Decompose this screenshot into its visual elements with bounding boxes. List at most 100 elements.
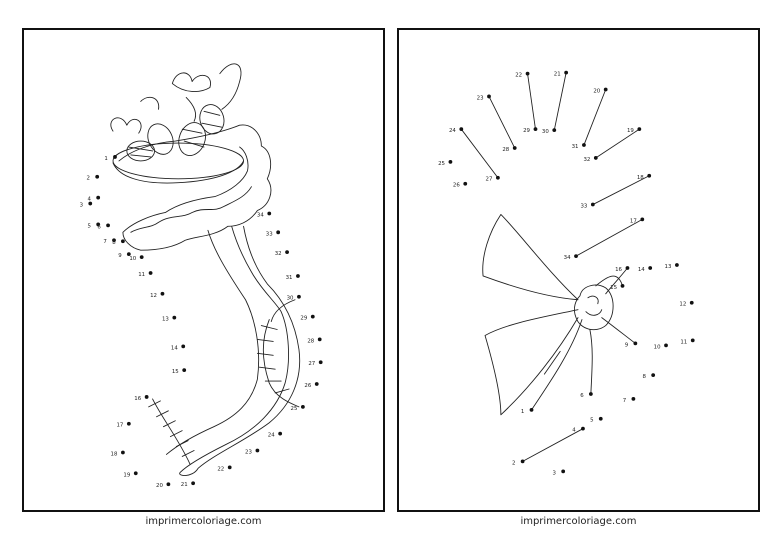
dot-marker: [552, 128, 557, 133]
cuff-fringe: [130, 186, 252, 233]
dot-number: 9: [625, 342, 629, 348]
dot-number: 27: [308, 361, 315, 367]
dot-marker: [487, 94, 491, 99]
dot-marker: [463, 181, 468, 186]
dot-marker: [525, 71, 530, 76]
dot-number: 28: [502, 147, 509, 153]
dot-number: 19: [123, 472, 130, 478]
dot-number: 20: [156, 483, 163, 489]
candy-cane-drawing: [460, 72, 650, 462]
dot-number: 21: [554, 72, 561, 78]
dot-number: 31: [286, 275, 293, 281]
dot-marker: [121, 239, 125, 244]
bow-left-lower-loop: [484, 309, 579, 416]
number-dot-7: 7: [103, 238, 116, 245]
dot-marker: [593, 156, 598, 160]
connector: [522, 428, 584, 462]
egg: [178, 122, 206, 156]
number-dot-21: 21: [181, 481, 195, 488]
dot-marker: [106, 223, 110, 228]
number-dot-17: 17: [116, 421, 131, 429]
dot-number: 1: [521, 409, 524, 415]
number-dot-33: 33: [580, 202, 595, 210]
connector: [460, 96, 516, 179]
dot-number: 30: [287, 296, 294, 302]
number-dot-18: 18: [637, 173, 652, 181]
stitch-line: [262, 319, 300, 408]
dot-number: 9: [118, 253, 122, 259]
dot-number: 12: [679, 302, 686, 308]
dot-marker: [625, 266, 630, 270]
egg: [199, 104, 225, 135]
number-dot-3: 3: [80, 201, 93, 209]
dot-marker: [581, 426, 585, 431]
dot-marker: [637, 127, 642, 132]
number-dot-7: 7: [623, 397, 636, 404]
bow-knot: [573, 284, 614, 331]
number-dot-2: 2: [87, 174, 100, 182]
dot-marker: [276, 230, 281, 235]
number-dot-11: 11: [680, 338, 695, 345]
dot-number: 34: [564, 255, 571, 261]
number-dot-20: 20: [156, 482, 171, 489]
dot-marker: [664, 343, 668, 348]
number-dot-19: 19: [123, 471, 138, 478]
dot-marker: [191, 481, 195, 486]
dot-number: 14: [171, 345, 178, 351]
number-dot-6: 6: [97, 223, 110, 230]
number-dot-16: 16: [615, 266, 630, 273]
number-dot-4: 4: [572, 426, 585, 434]
connector: [527, 72, 650, 257]
dot-marker: [520, 459, 525, 464]
dot-marker: [133, 471, 138, 476]
dot-number: 23: [245, 449, 252, 455]
dot-number: 29: [523, 128, 530, 134]
dot-marker: [255, 448, 260, 453]
number-dot-16: 16: [134, 395, 149, 402]
number-dot-27: 27: [486, 175, 500, 183]
dot-number: 6: [580, 393, 584, 399]
dot-marker: [112, 238, 116, 243]
dot-marker: [496, 175, 500, 180]
dot-number: 30: [542, 129, 549, 135]
dot-number: 6: [97, 224, 101, 230]
dot-marker: [651, 373, 656, 378]
number-dot-11: 11: [138, 271, 153, 278]
dot-marker: [459, 127, 464, 132]
dot-number: 11: [138, 272, 145, 278]
dot-number: 33: [580, 204, 587, 210]
dot-number: 11: [680, 339, 687, 345]
dot-marker: [512, 146, 517, 150]
dot-number: 4: [572, 428, 576, 434]
number-dot-34: 34: [564, 254, 578, 261]
dot-number: 13: [162, 317, 169, 323]
number-dot-19: 19: [627, 127, 642, 134]
number-dot-6: 6: [580, 392, 593, 399]
dot-marker: [278, 431, 283, 436]
dot-marker: [297, 294, 301, 299]
dot-number: 8: [643, 374, 647, 380]
dot-marker: [160, 291, 165, 296]
bow-right-tie: [595, 267, 636, 344]
dot-marker: [598, 416, 603, 421]
number-dot-5: 5: [88, 222, 101, 229]
number-dot-15: 15: [610, 283, 625, 291]
dot-number: 32: [583, 157, 590, 163]
dot-number: 20: [593, 88, 600, 94]
dot-marker: [448, 160, 453, 164]
number-dot-25: 25: [438, 160, 453, 167]
dot-marker: [690, 338, 695, 343]
dot-number: 16: [615, 267, 622, 273]
dot-number: 17: [116, 423, 123, 429]
dot-number: 26: [453, 183, 460, 189]
dot-number: 25: [291, 406, 298, 412]
dot-number: 24: [449, 128, 456, 134]
dot-number: 19: [627, 128, 634, 134]
number-dot-25: 25: [291, 404, 305, 412]
dot-number: 7: [103, 239, 106, 245]
number-dot-31: 31: [286, 274, 300, 281]
dot-marker: [181, 344, 186, 349]
dot-number: 15: [610, 285, 617, 291]
